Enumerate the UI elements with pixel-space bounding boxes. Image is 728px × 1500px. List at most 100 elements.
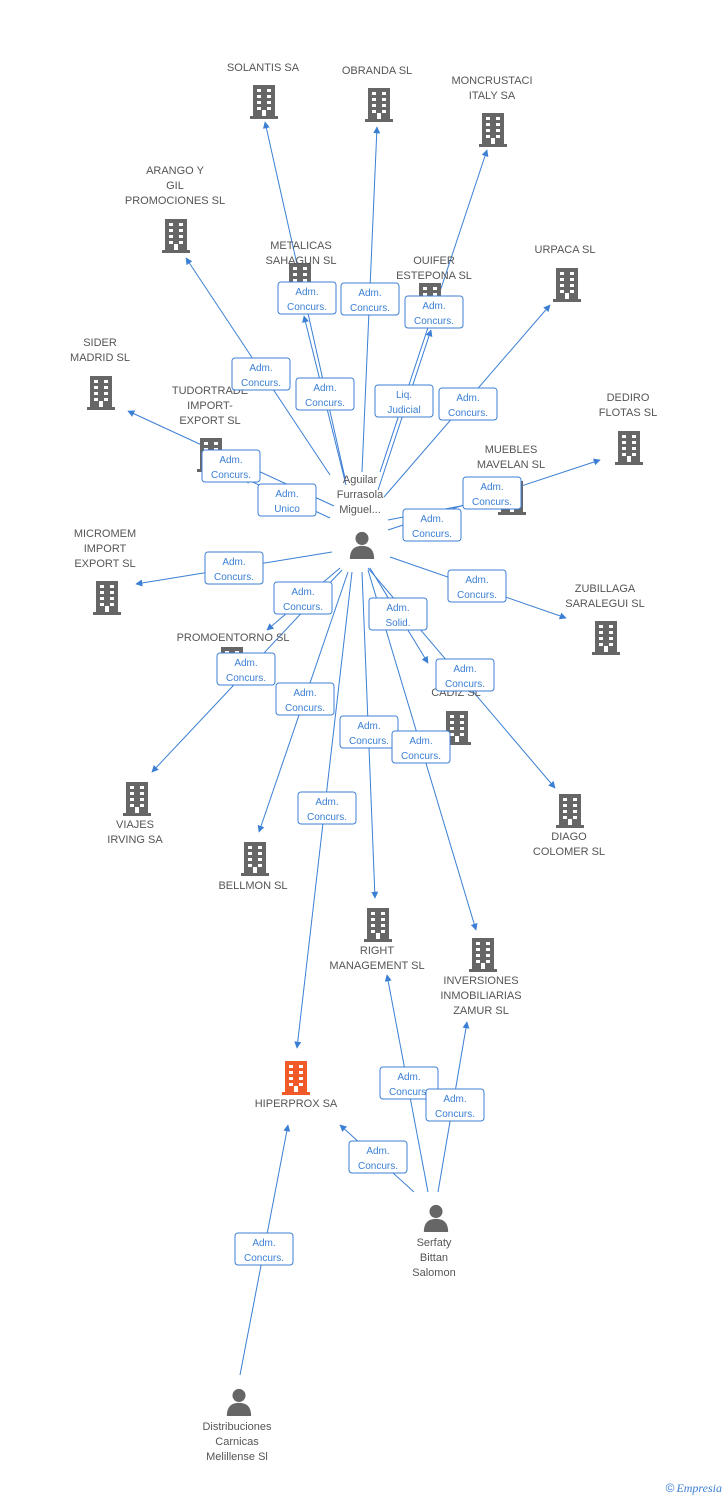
person-icon[interactable] — [349, 531, 375, 559]
relation-text: Concurs. — [307, 812, 347, 823]
relation-box[interactable] — [297, 791, 357, 825]
building-icon[interactable] — [93, 581, 121, 615]
building-icon[interactable] — [162, 219, 190, 253]
person-icon[interactable] — [226, 1388, 252, 1416]
relation-box[interactable] — [368, 597, 428, 631]
node-promoentorno[interactable]: PROMOENTORNO SL — [177, 632, 290, 681]
relation-label-aguilar-urpaca[interactable]: Adm.Concurs. — [438, 387, 498, 421]
relation-label-aguilar-solantis[interactable]: Adm.Concurs. — [277, 281, 337, 315]
building-icon[interactable] — [479, 113, 507, 147]
relation-label-aguilar-micromem[interactable]: Adm.Concurs. — [204, 551, 264, 585]
relation-text: Concurs. — [358, 1161, 398, 1172]
building-icon[interactable] — [123, 782, 151, 816]
building-icon[interactable] — [282, 1061, 310, 1095]
relation-box[interactable] — [257, 483, 317, 517]
building-icon[interactable] — [592, 621, 620, 655]
relation-label-distribuciones-hiperprox[interactable]: Adm.Concurs. — [234, 1232, 294, 1266]
node-obranda[interactable]: OBRANDA SL — [342, 65, 412, 122]
relation-label-aguilar-tudortrade[interactable]: Adm.Unico — [257, 483, 317, 517]
relation-box[interactable] — [402, 508, 462, 542]
relation-label-aguilar-arango[interactable]: Adm.Concurs. — [231, 357, 291, 391]
node-urpaca[interactable]: URPACA SL — [535, 244, 596, 302]
node-label: EXPORT SL — [179, 415, 240, 427]
relation-label-aguilar-bellmon[interactable]: Adm.Concurs. — [275, 682, 335, 716]
building-icon[interactable] — [365, 88, 393, 122]
relation-box[interactable] — [231, 357, 291, 391]
building-icon[interactable] — [87, 376, 115, 410]
relation-box[interactable] — [277, 281, 337, 315]
relation-box[interactable] — [391, 730, 451, 764]
relation-label-aguilar-muebles[interactable]: Adm.Concurs. — [462, 476, 522, 510]
relation-label-serfaty-hiperprox[interactable]: Adm.Concurs. — [348, 1140, 408, 1174]
relation-label-aguilar-obranda[interactable]: Adm.Concurs. — [340, 282, 400, 316]
relation-label-aguilar-hiperprox[interactable]: Adm.Concurs. — [297, 791, 357, 825]
relation-box[interactable] — [425, 1088, 485, 1122]
relation-label-aguilar-viajes[interactable]: Adm.Concurs. — [216, 652, 276, 686]
relation-label-aguilar-ouifer[interactable]: Adm.Concurs. — [404, 295, 464, 329]
relation-box[interactable] — [348, 1140, 408, 1174]
node-hiperprox[interactable]: HIPERPROX SA — [255, 1061, 338, 1110]
relation-label-aguilar-promoentorno[interactable]: Adm.Concurs. — [273, 581, 333, 615]
node-aguilar[interactable]: AguilarFurrasolaMiguel... — [337, 474, 384, 559]
building-icon[interactable] — [553, 268, 581, 302]
relation-box[interactable] — [273, 581, 333, 615]
relation-box[interactable] — [462, 476, 522, 510]
building-icon[interactable] — [250, 85, 278, 119]
node-solantis[interactable]: SOLANTIS SA — [227, 62, 300, 119]
relation-box[interactable] — [216, 652, 276, 686]
relation-label-aguilar-diago[interactable]: Adm.Concurs. — [435, 658, 495, 692]
relation-box[interactable] — [435, 658, 495, 692]
relation-text: Adm. — [443, 1094, 466, 1105]
relation-box[interactable] — [234, 1232, 294, 1266]
relation-box[interactable] — [404, 295, 464, 329]
relation-label-aguilar-zubillaga[interactable]: Adm.Concurs. — [447, 569, 507, 603]
node-bellmon[interactable]: BELLMON SL — [218, 842, 288, 892]
relation-label-aguilar-right[interactable]: Adm.Concurs. — [339, 715, 399, 749]
node-label: ITALY SA — [469, 90, 516, 102]
relation-box[interactable] — [438, 387, 498, 421]
relation-label-aguilar-moncrustaci[interactable]: Liq.Judicial — [374, 384, 434, 418]
relation-label-aguilar-dediro[interactable]: Adm.Concurs. — [402, 508, 462, 542]
relation-box[interactable] — [374, 384, 434, 418]
relation-box[interactable] — [379, 1066, 439, 1100]
relation-label-aguilar-sider[interactable]: Adm.Concurs. — [201, 449, 261, 483]
relation-label-aguilar-inversiones[interactable]: Adm.Concurs. — [391, 730, 451, 764]
relation-text: Adm. — [291, 587, 314, 598]
building-icon[interactable] — [364, 908, 392, 942]
relation-box[interactable] — [295, 377, 355, 411]
relation-box[interactable] — [275, 682, 335, 716]
relation-label-serfaty-right[interactable]: Adm.Concurs. — [379, 1066, 439, 1100]
building-icon[interactable] — [615, 431, 643, 465]
relation-box[interactable] — [204, 551, 264, 585]
building-icon[interactable] — [556, 794, 584, 828]
relation-box[interactable] — [201, 449, 261, 483]
relation-text: Adm. — [409, 736, 432, 747]
building-icon[interactable] — [469, 938, 497, 972]
relation-label-aguilar-metalicas[interactable]: Adm.Concurs. — [295, 377, 355, 411]
person-icon[interactable] — [423, 1204, 449, 1232]
node-label: SAHAGUN SL — [266, 255, 337, 267]
node-label: MANAGEMENT SL — [329, 960, 424, 972]
relation-label-serfaty-inversiones[interactable]: Adm.Concurs. — [425, 1088, 485, 1122]
relation-box[interactable] — [340, 282, 400, 316]
building-icon[interactable] — [241, 842, 269, 876]
relation-text: Concurs. — [445, 679, 485, 690]
relation-box[interactable] — [447, 569, 507, 603]
relation-label-aguilar-cadiz[interactable]: Adm.Solid. — [368, 597, 428, 631]
